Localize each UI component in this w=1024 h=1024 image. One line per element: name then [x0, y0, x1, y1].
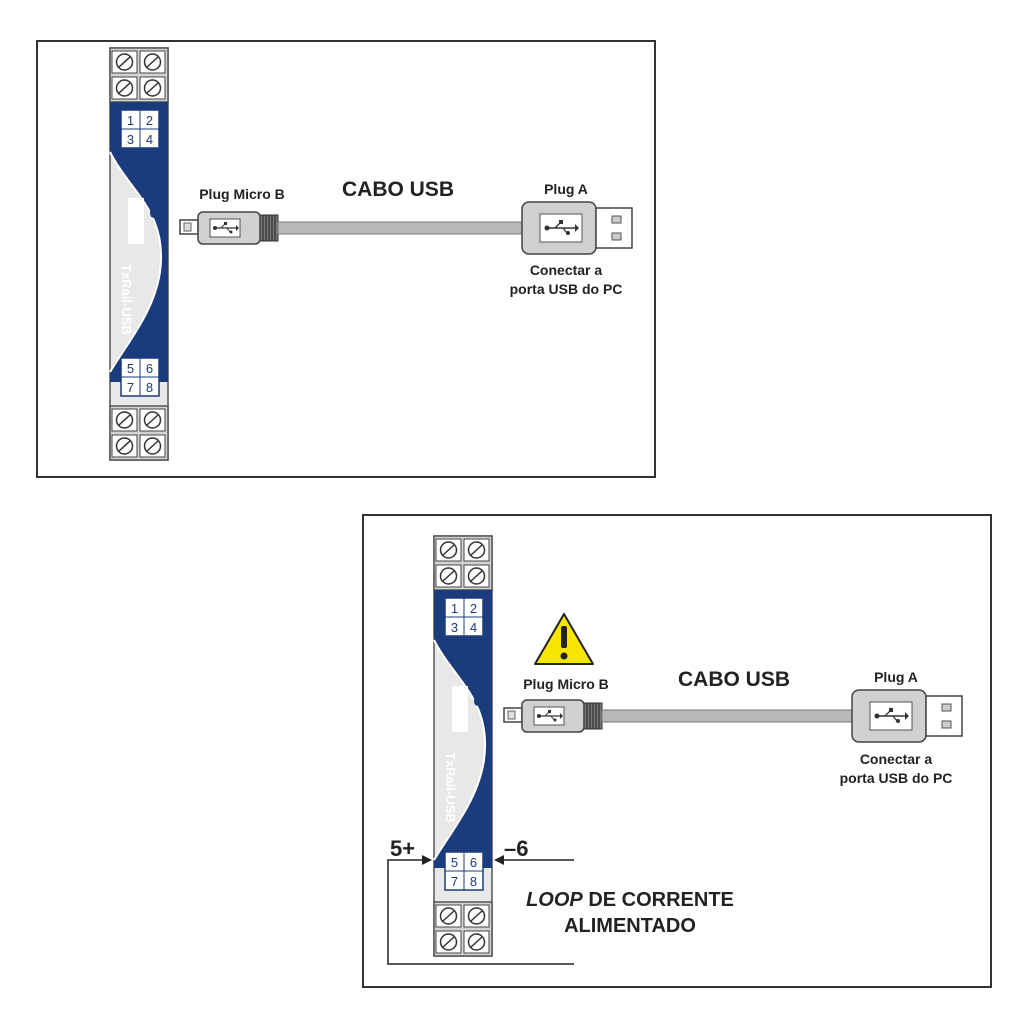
connect-instruction-line2: porta USB do PC: [840, 770, 953, 786]
terminal-4-label: 4: [146, 132, 153, 147]
connect-instruction-line1: Conectar a: [530, 262, 603, 278]
terminal-5-label: 5: [127, 361, 134, 376]
usb-symbol-icon: [213, 222, 239, 234]
terminal-6-label: 6: [146, 361, 153, 376]
loop-caption-rest: DE CORRENTE: [583, 889, 734, 911]
micro-b-strain-relief: [259, 214, 279, 242]
terminal-5-label: 5: [451, 855, 458, 870]
module-usb-port-window: [452, 686, 468, 732]
module-brand-swoosh: [110, 102, 168, 382]
diagram-panel-usb-only: 1 2 3 4 novus TxRail-USB 5 6 7 8: [36, 40, 656, 478]
loop-wire-plus: [387, 859, 574, 965]
usb-symbol-icon: [874, 708, 909, 723]
loop-caption-line2: ALIMENTADO: [564, 915, 696, 937]
usb-cable-wire: [601, 709, 853, 723]
terminal-3-label: 3: [451, 620, 458, 635]
loop-caption-italic: LOOP: [526, 889, 583, 911]
arrow-to-terminal-6: [494, 855, 504, 865]
connect-instruction-line2: porta USB do PC: [510, 281, 623, 297]
screw-terminal-block-top: [109, 47, 169, 103]
terminal-6-label: 6: [470, 855, 477, 870]
brand-logo-text: novus: [469, 642, 494, 707]
screw-terminal-block-top: [433, 535, 493, 591]
usb-cable-wire: [277, 221, 523, 235]
terminal-numbers-bottom: 5 6 7 8: [120, 357, 160, 397]
terminal-7-label: 7: [127, 380, 134, 395]
module-model-text: TxRail-USB: [443, 752, 458, 823]
usb-cable: [179, 201, 633, 255]
current-loop-wiring: [387, 855, 574, 965]
cabo-usb-label: CABO USB: [342, 178, 454, 201]
screw-terminal-block-bottom: [433, 901, 493, 957]
terminal-4-label: 4: [470, 620, 477, 635]
plug-micro-b-label: Plug Micro B: [523, 676, 609, 692]
terminal-minus-label: –6: [504, 836, 528, 861]
terminal-2-label: 2: [146, 113, 153, 128]
usb-a-metal-shell: [925, 695, 963, 737]
txrail-module: 1 2 3 4 novus TxRail-USB 5 6 7 8: [433, 535, 494, 957]
warning-triangle-icon: [534, 613, 594, 665]
diagram-panel-usb-with-loop: 1 2 3 4 novus TxRail-USB 5 6 7 8: [362, 514, 992, 988]
cabo-usb-label: CABO USB: [678, 668, 790, 691]
module-model-text: TxRail-USB: [119, 264, 134, 335]
usb-symbol-icon: [537, 710, 563, 722]
plug-a-label: Plug A: [544, 181, 588, 197]
loop-caption-line1: LOOP DE CORRENTE: [526, 889, 734, 911]
terminal-8-label: 8: [146, 380, 153, 395]
usb-a-metal-shell: [595, 207, 633, 249]
usb-symbol-icon: [544, 220, 579, 235]
arrow-to-terminal-5: [422, 855, 432, 865]
terminal-2-label: 2: [470, 601, 477, 616]
terminal-numbers-top: 1 2 3 4: [120, 109, 160, 149]
screw-terminal-block-bottom: [109, 405, 169, 461]
connect-instruction-line1: Conectar a: [860, 751, 933, 767]
terminal-numbers-bottom: 5 6 7 8: [444, 851, 484, 891]
terminal-8-label: 8: [470, 874, 477, 889]
terminal-7-label: 7: [451, 874, 458, 889]
txrail-module: 1 2 3 4 novus TxRail-USB 5 6 7 8: [109, 47, 170, 461]
module-brand-swoosh: [434, 590, 492, 868]
usb-connection-loop-diagram: 1 2 3 4 novus TxRail-USB 5 6 7 8: [387, 535, 963, 965]
terminal-plus-label: 5+: [390, 836, 415, 861]
terminal-1-label: 1: [127, 113, 134, 128]
usb-connection-diagram: 1 2 3 4 novus TxRail-USB 5 6 7 8: [109, 47, 633, 461]
brand-logo-text: novus: [145, 154, 170, 219]
plug-micro-b-label: Plug Micro B: [199, 186, 285, 202]
plug-a-label: Plug A: [874, 669, 918, 685]
terminal-1-label: 1: [451, 601, 458, 616]
module-usb-port-window: [128, 198, 144, 244]
terminal-numbers-top: 1 2 3 4: [444, 597, 484, 637]
micro-b-strain-relief: [583, 702, 603, 730]
terminal-3-label: 3: [127, 132, 134, 147]
usb-cable: [503, 689, 963, 743]
